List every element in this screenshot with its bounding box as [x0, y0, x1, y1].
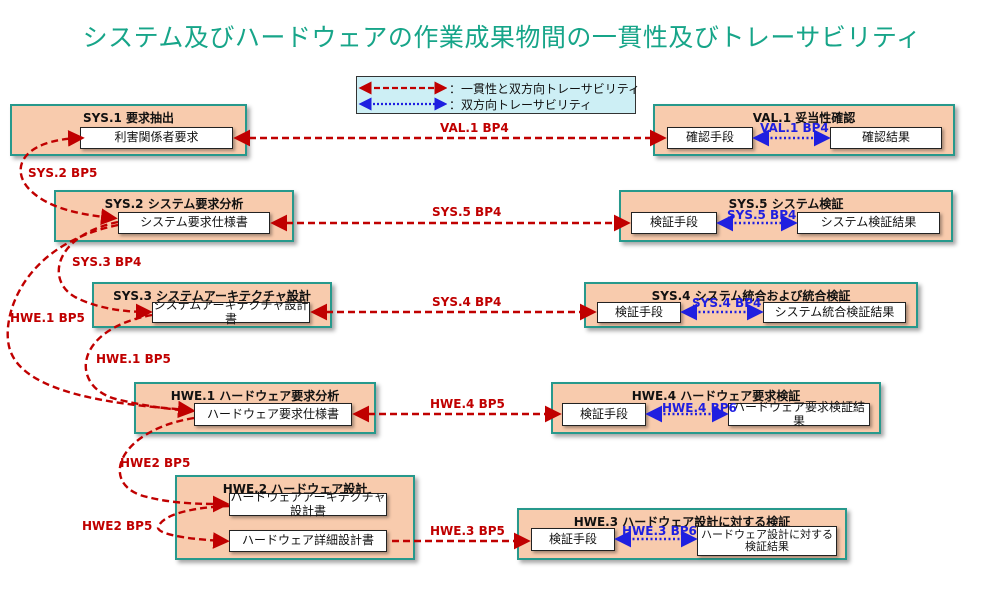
process-title: VAL.1 妥当性確認: [752, 111, 856, 125]
legend-red-text: ：一貫性と双方向トレーサビリティ: [449, 82, 641, 96]
wp-system-integration-verification-results[interactable]: システム統合検証結果: [763, 302, 906, 323]
wp-hardware-requirements-spec[interactable]: ハードウェア要求仕様書: [194, 403, 352, 426]
wp-hardware-detailed-design[interactable]: ハードウェア詳細設計書: [229, 530, 387, 552]
arrow-hwe2-bp5-upper: [118, 416, 230, 513]
process-title: HWE.3 ハードウェア設計に対する検証: [573, 515, 791, 529]
label-hwe3-bp6-blue: HWE.3 BP6: [622, 524, 697, 538]
label-hwe3-bp5: HWE.3 BP5: [430, 524, 505, 538]
wp-stakeholder-requirements[interactable]: 利害関係者要求: [80, 127, 233, 149]
legend: ：一貫性と双方向トレーサビリティ ：双方向トレーサビリティ: [356, 76, 640, 114]
wp-system-requirements-spec[interactable]: システム要求仕様書: [118, 212, 270, 234]
wp-hwe3-verification-means[interactable]: 検証手段: [531, 528, 615, 551]
wp-hardware-design-verification-results[interactable]: ハードウェア設計に対する検証結果: [697, 526, 837, 556]
wp-hardware-requirements-verification-results[interactable]: ハードウェア要求検証結果: [728, 401, 870, 427]
arrow-hwe2-bp5-left: [156, 504, 230, 549]
process-title: HWE.1 ハードウェア要求分析: [170, 389, 340, 403]
process-title: SYS.1 要求抽出: [82, 111, 175, 125]
process-title: HWE.2 ハードウェア設計: [222, 482, 368, 496]
label-hwe2-bp5-left: HWE2 BP5: [82, 519, 153, 533]
label-hwe1-bp5-outer: HWE.1 BP5: [10, 311, 85, 325]
legend-blue-text: ：双方向トレーサビリティ: [449, 98, 593, 112]
page-title: システム及びハードウェアの作業成果物間の一貫性及びトレーサビリティ: [82, 23, 922, 52]
label-sys5-bp4: SYS.5 BP4: [432, 205, 502, 219]
label-hwe4-bp6-blue: HWE.4 BP6: [662, 401, 737, 415]
arrow-hwe1-bp5-inner: [84, 313, 195, 419]
arrow-hwe1-bp5-outer: [6, 223, 195, 418]
wp-system-verification-results[interactable]: システム検証結果: [797, 212, 940, 234]
process-title: HWE.4 ハードウェア要求検証: [631, 389, 801, 403]
label-sys2-bp5: SYS.2 BP5: [28, 166, 98, 180]
label-sys4-bp4-blue: SYS.4 BP4: [692, 296, 762, 310]
label-hwe4-bp5: HWE.4 BP5: [430, 397, 505, 411]
wp-validation-means[interactable]: 確認手段: [667, 127, 753, 149]
process-title: SYS.3 システムアーキテクチャ設計: [113, 289, 311, 303]
process-title: SYS.4 システム統合および統合検証: [651, 289, 851, 303]
process-title: SYS.2 システム要求分析: [104, 197, 244, 211]
wp-hardware-architecture-design[interactable]: ハードウェアアーキテクチャ設計書: [229, 490, 387, 518]
label-hwe1-bp5-inner: HWE.1 BP5: [96, 352, 171, 366]
label-hwe2-bp5-upper: HWE2 BP5: [120, 456, 191, 470]
arrow-sys3-bp4: [57, 220, 153, 321]
wp-hwe4-verification-means[interactable]: 検証手段: [562, 403, 646, 426]
process-title: SYS.5 システム検証: [728, 197, 844, 211]
legend-arrows: [358, 81, 447, 111]
wp-system-architecture-design[interactable]: システムアーキテクチャ設計書: [152, 298, 310, 326]
label-sys3-bp4: SYS.3 BP4: [72, 255, 142, 269]
label-sys4-bp4: SYS.4 BP4: [432, 295, 502, 309]
wp-sys4-verification-means[interactable]: 検証手段: [597, 302, 681, 323]
wp-validation-results[interactable]: 確認結果: [830, 127, 942, 149]
wp-sys5-verification-means[interactable]: 検証手段: [631, 212, 717, 234]
label-val1-bp4: VAL.1 BP4: [440, 121, 509, 135]
label-sys5-bp4-blue: SYS.5 BP4: [727, 208, 797, 222]
label-val1-bp4-blue: VAL.1 BP4: [760, 121, 829, 135]
arrow-sys2-bp5: [19, 130, 118, 226]
